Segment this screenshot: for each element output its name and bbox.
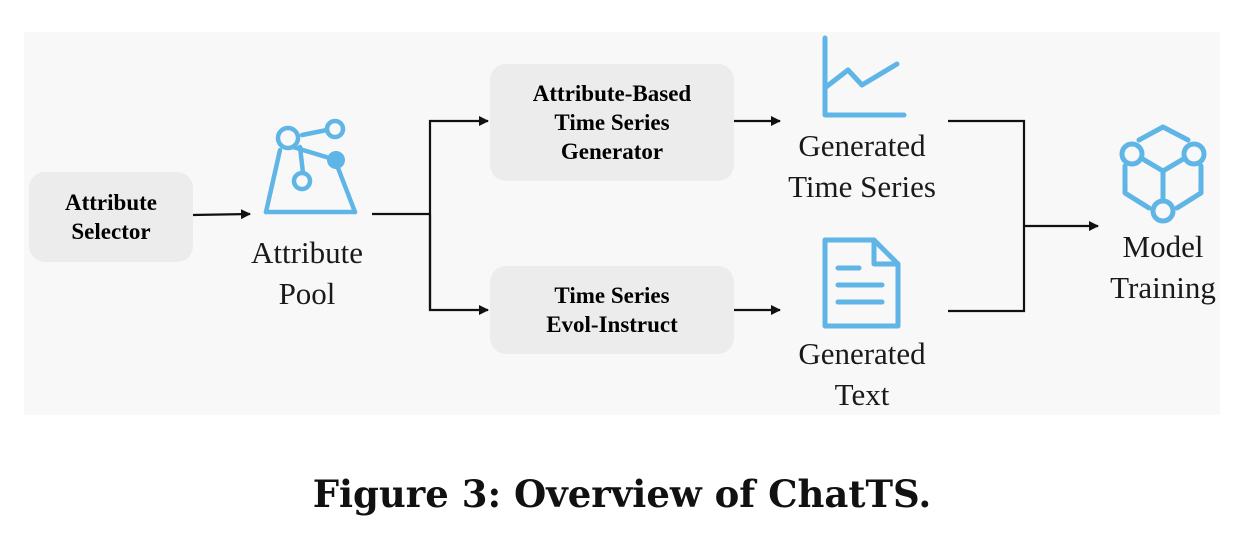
arrow-selector-to-pool — [191, 209, 251, 220]
hexagon-network-icon — [1119, 124, 1207, 224]
line-chart-icon — [822, 35, 907, 118]
generated-ts-label: Generated Time Series — [788, 128, 936, 204]
ts-generator-label: Attribute-Based Time Series Generator — [532, 81, 692, 164]
document-icon — [822, 237, 901, 329]
connector-ts-merge — [948, 119, 1026, 313]
evol-instruct-box: Time Series Evol-Instruct — [490, 266, 734, 354]
evol-instruct-label: Time Series Evol-Instruct — [546, 283, 678, 337]
attribute-selector-label: Attribute Selector — [65, 190, 157, 244]
network-triangle-icon — [263, 118, 358, 215]
arrow-to-ts-generator — [428, 116, 489, 310]
arrow-to-evol-instruct — [428, 214, 489, 315]
attribute-selector-box: Attribute Selector — [29, 172, 193, 262]
generated-text-label: Generated Text — [798, 336, 926, 412]
attribute-pool-label: Attribute Pool — [251, 235, 363, 311]
model-training-label: Model Training — [1110, 229, 1216, 305]
ts-generator-box: Attribute-Based Time Series Generator — [490, 64, 734, 181]
figure-caption: Figure 3: Overview of ChatTS. — [312, 472, 932, 516]
